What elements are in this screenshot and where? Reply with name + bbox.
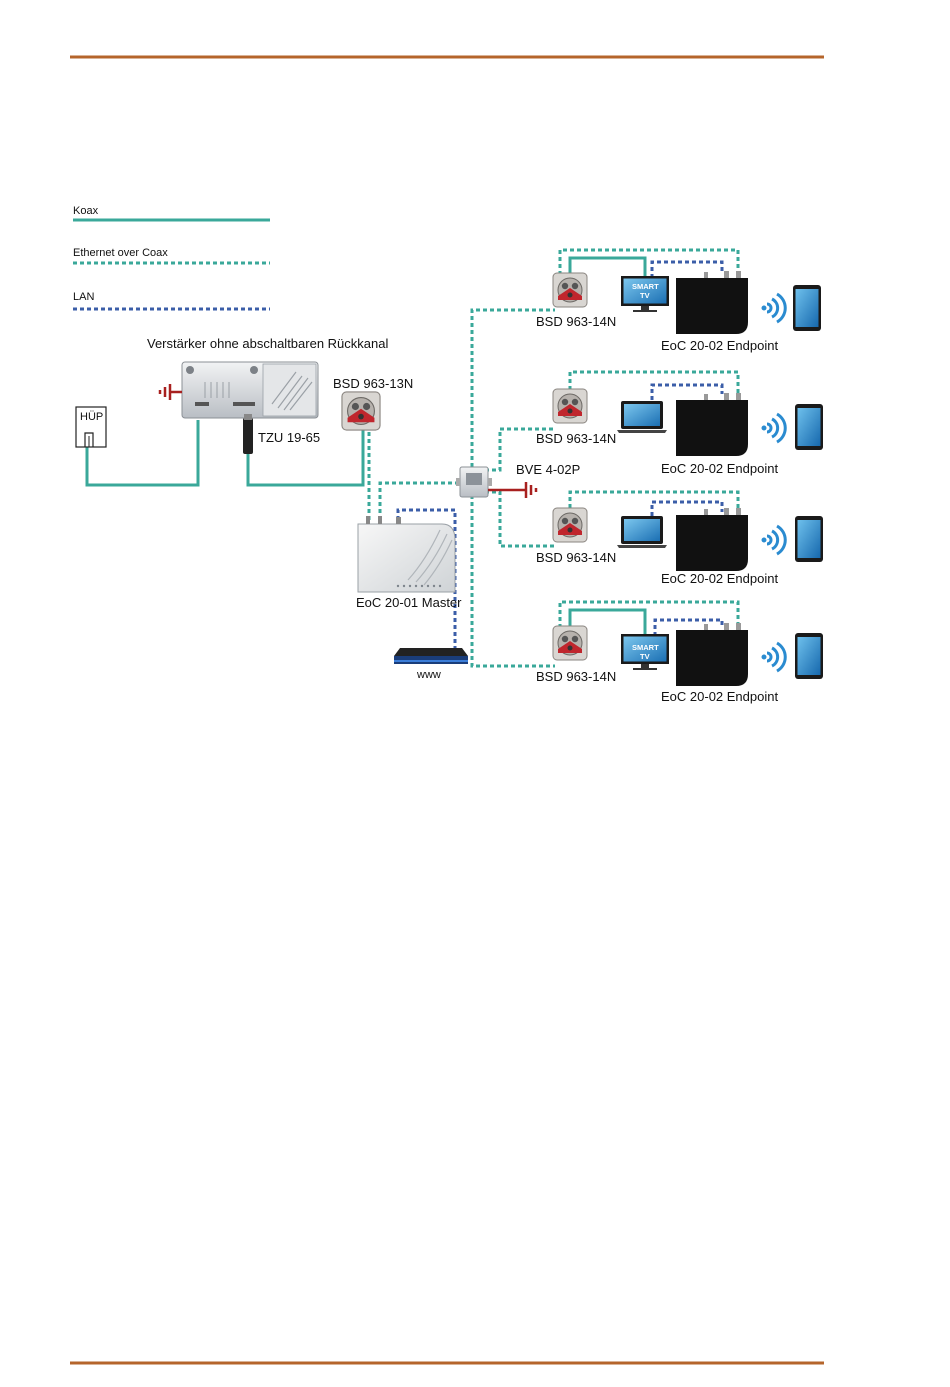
wifi-icon [762,643,786,671]
branch-socket-label: BSD 963-14N [536,550,616,565]
amplifier [182,362,318,418]
branch-4: BSD 963-14N SMART TV EoC 20-02 Endpoint [536,623,823,704]
endpoint-label: EoC 20-02 Endpoint [661,461,778,476]
endpoint-label: EoC 20-02 Endpoint [661,689,778,704]
eoc-endpoint-device [676,271,748,334]
smart-tv-text-2: TV [640,291,650,300]
bsd14-socket-icon [553,508,587,542]
bsd14-socket-icon [553,389,587,423]
laptop-icon [617,516,667,548]
wifi-icon [762,294,786,322]
branch-1: BSD 963-14N SMART TV EoC 20-02 Endpoint [536,271,821,353]
legend-koax-label: Koax [73,205,99,217]
tzu-label: TZU 19-65 [258,430,320,445]
bve-splitter [456,467,492,497]
bve-label: BVE 4-02P [516,462,580,477]
bsd13-socket-icon [342,392,380,430]
wifi-icon [762,414,786,442]
legend-lan-label: LAN [73,291,94,303]
amplifier-label: Verstärker ohne abschaltbaren Rückkanal [147,336,388,351]
legend-eoc-label: Ethernet over Coax [73,247,168,259]
tablet-icon [795,516,823,562]
legend: Koax Ethernet over Coax LAN [73,205,270,309]
hup-label: HÜP [80,411,103,423]
smart-tv-text-1: SMART [632,282,659,291]
branch-socket-label: BSD 963-14N [536,669,616,684]
branch-socket-label: BSD 963-14N [536,431,616,446]
tablet-icon [795,633,823,679]
eoc-master-device [358,516,455,592]
smart-tv-text-1: SMART [632,643,659,652]
endpoint-label: EoC 20-02 Endpoint [661,338,778,353]
www-label: www [416,669,441,681]
router-device [394,648,468,664]
tablet-icon [793,285,821,331]
bsd13-label: BSD 963-13N [333,376,413,391]
master-label: EoC 20-01 Master [356,595,462,610]
bsd14-socket-icon [553,626,587,660]
branch-3: BSD 963-14N EoC 20-02 Endpoint [536,508,823,586]
tzu-attenuator [243,414,253,454]
laptop-icon [617,401,667,433]
bsd14-socket-icon [553,273,587,307]
eoc-endpoint-device [676,508,748,571]
wifi-icon [762,526,786,554]
tablet-icon [795,404,823,450]
eoc-endpoint-device [676,623,748,686]
smart-tv-text-2: TV [640,652,650,661]
hup-box: HÜP [76,407,106,447]
eoc-endpoint-device [676,393,748,456]
endpoint-label: EoC 20-02 Endpoint [661,571,778,586]
branch-socket-label: BSD 963-14N [536,314,616,329]
bve-ground-icon [488,482,536,498]
amplifier-ground-icon [160,384,182,400]
